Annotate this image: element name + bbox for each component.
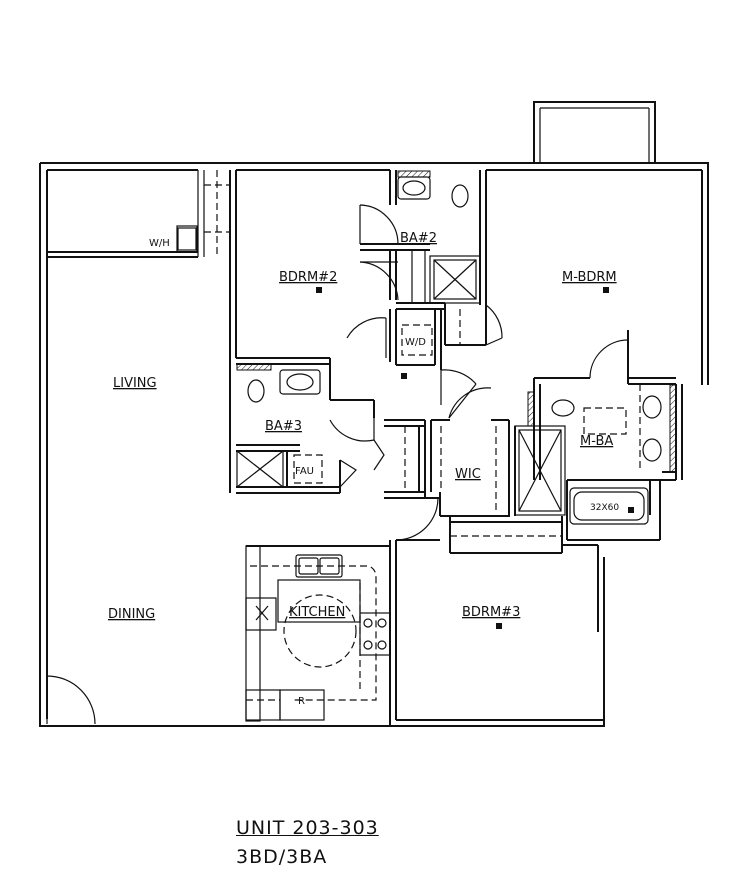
label-dining: DINING [108,607,155,622]
label-tub-size: 32X60 [590,503,619,513]
label-master-bedroom: M-BDRM [562,270,617,285]
label-furnace: FAU [295,466,314,477]
label-water-heater: W/H [149,238,170,249]
label-washer-dryer: W/D [405,337,426,348]
wall-hatching [236,170,677,473]
label-kitchen: KITCHEN [289,605,345,620]
label-living: LIVING [113,376,157,391]
label-master-bath: M-BA [580,434,613,449]
label-bath-3: BA#3 [265,419,302,434]
balcony [533,101,656,164]
label-bedroom-2: BDRM#2 [279,270,337,285]
exterior-walls [39,101,709,727]
room-labels: LIVING DINING KITCHEN BDRM#2 BA#2 BA#3 M… [108,231,617,622]
door-swings [46,204,629,725]
label-refrigerator: R [298,696,305,707]
label-walk-in-closet: WIC [455,467,481,482]
label-bath-2: BA#2 [400,231,437,246]
fixture-labels: W/H W/D FAU R 32X60 [149,238,619,707]
unit-caption: UNIT 203-303 [236,817,379,839]
unit-type-caption: 3BD/3BA [236,846,328,868]
label-bedroom-3: BDRM#3 [462,605,520,620]
fixtures [177,176,662,722]
